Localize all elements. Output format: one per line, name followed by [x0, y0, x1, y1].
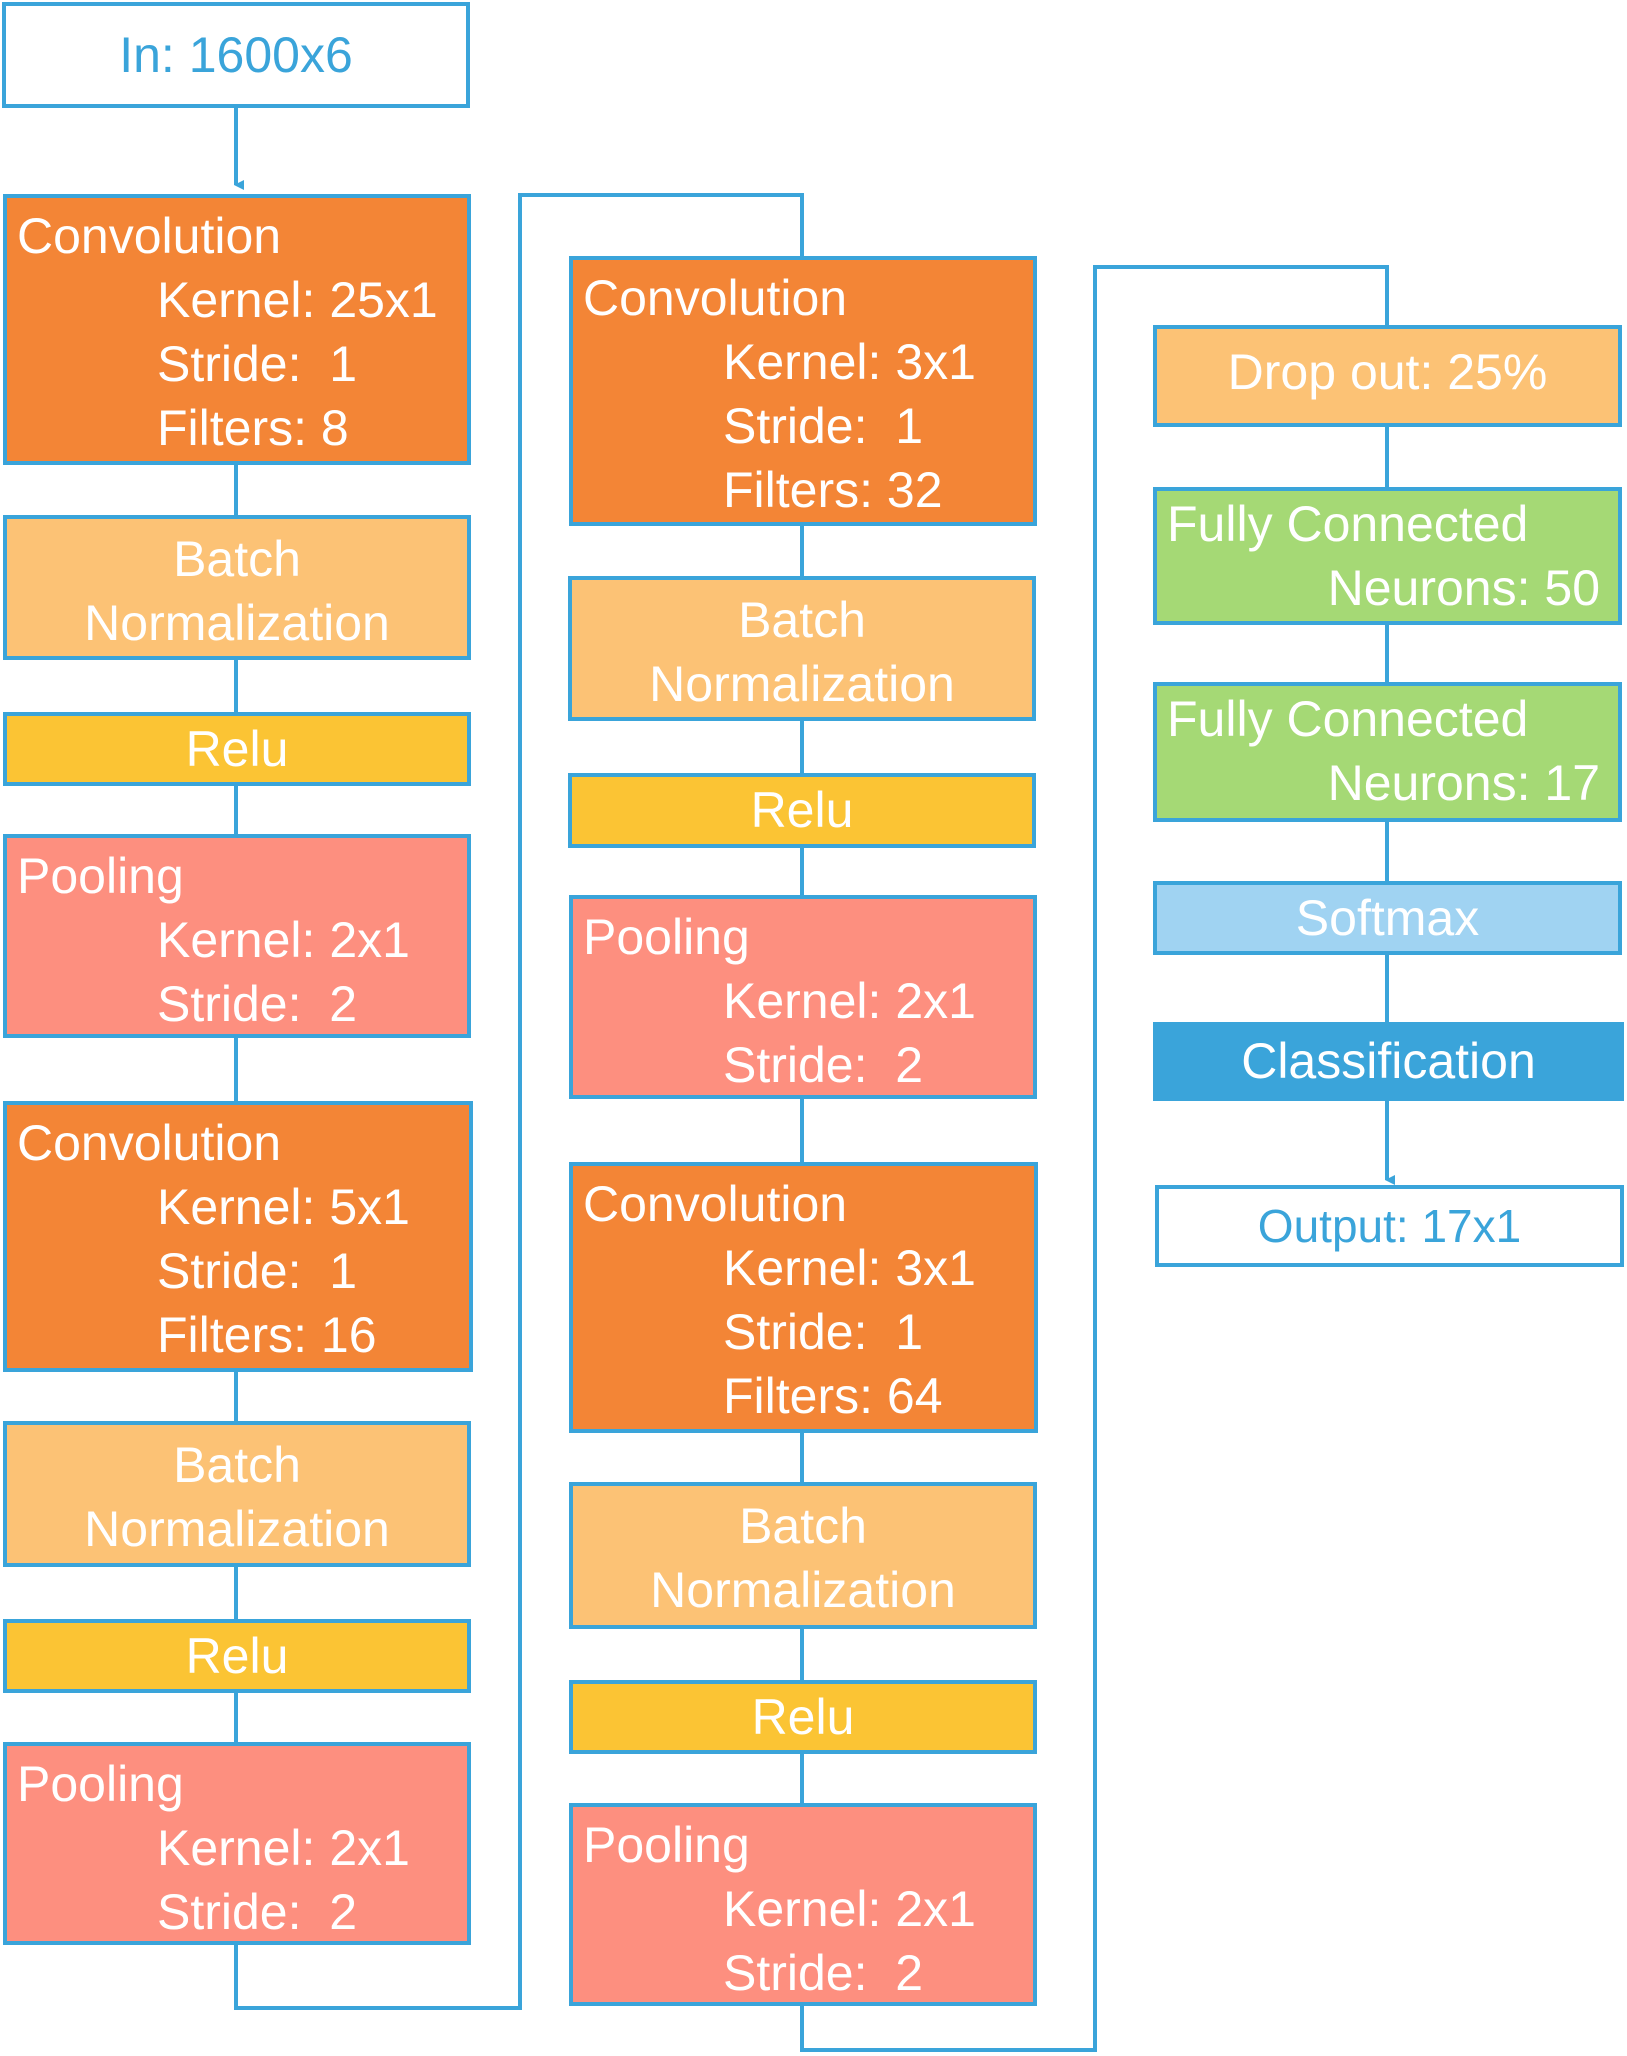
- kernel-param: Kernel: 2x1: [157, 1820, 410, 1876]
- batch-norm-line1: Batch: [173, 531, 301, 587]
- batch-normalization-block-2: Batch Normalization: [3, 1421, 471, 1567]
- pooling-block-4: Pooling Kernel: 2x1 Stride: 2: [569, 1803, 1037, 2006]
- relu-block-2: Relu: [3, 1619, 471, 1693]
- convolution-block-4: Convolution Kernel: 3x1 Stride: 1 Filter…: [569, 1162, 1038, 1433]
- convolution-block-2: Convolution Kernel: 5x1 Stride: 1 Filter…: [3, 1101, 473, 1372]
- softmax-block: Softmax: [1153, 881, 1622, 955]
- convolution-block-1: Convolution Kernel: 25x1 Stride: 1 Filte…: [3, 194, 471, 465]
- kernel-param: Kernel: 3x1: [723, 334, 976, 390]
- fully-connected-block-2: Fully Connected Neurons: 17: [1153, 682, 1622, 822]
- stride-param: Stride: 1: [157, 1243, 358, 1299]
- relu-block-3: Relu: [568, 773, 1036, 848]
- classification-block: Classification: [1153, 1022, 1624, 1101]
- pooling-title: Pooling: [17, 1756, 184, 1812]
- kernel-param: Kernel: 25x1: [157, 272, 438, 328]
- neurons-param: Neurons: 50: [1327, 560, 1600, 616]
- relu-label: Relu: [185, 1628, 289, 1684]
- filters-param: Filters: 16: [157, 1307, 377, 1363]
- connector-line: [234, 193, 804, 2010]
- classification-label: Classification: [1241, 1033, 1536, 1089]
- fully-connected-title: Fully Connected: [1167, 496, 1529, 552]
- relu-label: Relu: [185, 721, 289, 777]
- batch-norm-line1: Batch: [173, 1437, 301, 1493]
- fully-connected-block-1: Fully Connected Neurons: 50: [1153, 487, 1622, 625]
- stride-param: Stride: 2: [157, 1884, 358, 1940]
- input-block: In: 1600x6: [2, 2, 470, 108]
- batch-normalization-block-1: Batch Normalization: [3, 515, 471, 660]
- batch-norm-line1: Batch: [738, 592, 866, 648]
- relu-label: Relu: [751, 1689, 855, 1745]
- stride-param: Stride: 1: [723, 398, 924, 454]
- pooling-title: Pooling: [583, 909, 750, 965]
- kernel-param: Kernel: 2x1: [723, 973, 976, 1029]
- fully-connected-title: Fully Connected: [1167, 691, 1529, 747]
- kernel-param: Kernel: 3x1: [723, 1240, 976, 1296]
- convolution-title: Convolution: [583, 270, 848, 326]
- batch-norm-line2: Normalization: [84, 595, 390, 651]
- filters-param: Filters: 32: [723, 462, 943, 518]
- pooling-block-2: Pooling Kernel: 2x1 Stride: 2: [3, 1742, 471, 1945]
- convolution-title: Convolution: [17, 1115, 282, 1171]
- convolution-block-3: Convolution Kernel: 3x1 Stride: 1 Filter…: [569, 256, 1037, 526]
- input-label: In: 1600x6: [119, 27, 353, 83]
- filters-param: Filters: 64: [723, 1368, 943, 1424]
- softmax-label: Softmax: [1295, 890, 1480, 946]
- kernel-param: Kernel: 2x1: [723, 1881, 976, 1937]
- convolution-title: Convolution: [583, 1176, 848, 1232]
- pooling-title: Pooling: [583, 1817, 750, 1873]
- stride-param: Stride: 1: [723, 1304, 924, 1360]
- dropout-label: Drop out: 25%: [1227, 344, 1548, 400]
- pooling-title: Pooling: [17, 848, 184, 904]
- kernel-param: Kernel: 5x1: [157, 1179, 410, 1235]
- neurons-param: Neurons: 17: [1327, 755, 1600, 811]
- relu-block-4: Relu: [569, 1680, 1037, 1754]
- batch-norm-line2: Normalization: [649, 656, 955, 712]
- relu-block-1: Relu: [3, 712, 471, 786]
- kernel-param: Kernel: 2x1: [157, 912, 410, 968]
- pooling-block-3: Pooling Kernel: 2x1 Stride: 2: [569, 895, 1037, 1099]
- batch-normalization-block-3: Batch Normalization: [568, 576, 1036, 721]
- pooling-block-1: Pooling Kernel: 2x1 Stride: 2: [3, 834, 471, 1038]
- stride-param: Stride: 1: [157, 336, 358, 392]
- connector-line: [800, 265, 1389, 2052]
- relu-label: Relu: [750, 782, 854, 838]
- stride-param: Stride: 2: [723, 1945, 924, 2001]
- dropout-block: Drop out: 25%: [1153, 325, 1622, 427]
- batch-norm-line1: Batch: [739, 1498, 867, 1554]
- output-label: Output: 17x1: [1257, 1200, 1522, 1252]
- convolution-title: Convolution: [17, 208, 282, 264]
- filters-param: Filters: 8: [157, 400, 349, 456]
- output-block: Output: 17x1: [1155, 1185, 1624, 1267]
- batch-norm-line2: Normalization: [650, 1562, 956, 1618]
- batch-normalization-block-4: Batch Normalization: [569, 1482, 1037, 1629]
- stride-param: Stride: 2: [723, 1037, 924, 1093]
- batch-norm-line2: Normalization: [84, 1501, 390, 1557]
- stride-param: Stride: 2: [157, 976, 358, 1032]
